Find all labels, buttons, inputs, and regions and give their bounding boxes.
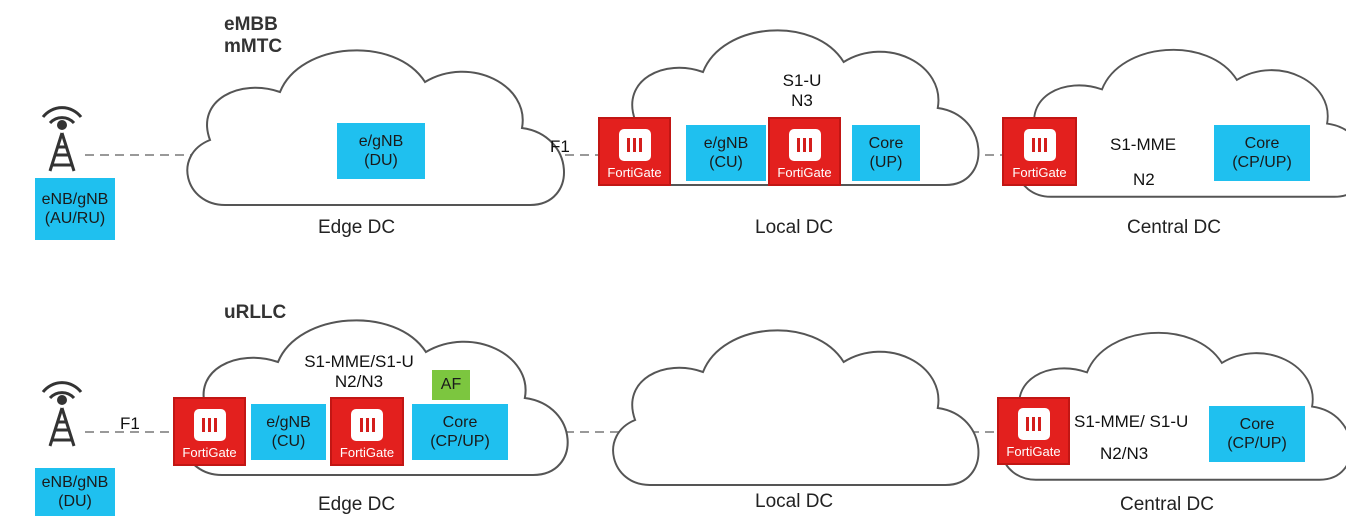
fortigate-logo-icon [351, 409, 383, 441]
antenna-tower-icon [41, 106, 83, 173]
fortigate-firewall: FortiGate [598, 117, 671, 186]
row2-headline: uRLLC [224, 302, 287, 323]
dc-name-label: Central DC [1127, 217, 1221, 238]
dc-name-label: Central DC [1120, 494, 1214, 515]
fortigate-logo-icon [788, 129, 821, 161]
fortigate-logo-icon [618, 129, 651, 161]
dc-name-label: Edge DC [318, 217, 396, 238]
gnb-du-box: e/gNB(DU) [337, 123, 425, 179]
antenna-label-box: eNB/gNB(DU) [35, 468, 115, 516]
gnb-cu-box: e/gNB(CU) [686, 125, 766, 181]
fortigate-firewall: FortiGate [768, 117, 841, 186]
central-dc-interface-label: N2 [1133, 170, 1155, 189]
dc-name-label: Edge DC [318, 494, 396, 515]
central-dc-interface-label: S1-MME/ S1-U [1074, 412, 1189, 431]
core-up-box: Core(UP) [852, 125, 920, 181]
dc-name-label: Local DC [755, 491, 834, 512]
central-dc-interface-label: N2/N3 [1100, 444, 1149, 463]
fortigate-firewall: FortiGate [173, 397, 246, 466]
fortigate-firewall: FortiGate [330, 397, 404, 466]
fortigate-firewall: FortiGate [1002, 117, 1077, 186]
fortigate-firewall: FortiGate [997, 397, 1070, 465]
core-cpup-box: Core(CP/UP) [1209, 406, 1305, 462]
dc-name-label: Local DC [755, 217, 834, 238]
antenna-tower-icon [41, 381, 83, 448]
core-cpup-box: Core(CP/UP) [412, 404, 508, 460]
f1-link-label: F1 [120, 414, 140, 433]
local-dc-cloud [612, 329, 980, 486]
f1-link-label: F1 [550, 137, 570, 156]
gnb-cu-box: e/gNB(CU) [251, 404, 326, 460]
core-cpup-box: Core(CP/UP) [1214, 125, 1310, 181]
af-box: AF [432, 370, 470, 400]
fortigate-logo-icon [193, 409, 226, 441]
fortigate-logo-icon [1023, 129, 1056, 161]
fortigate-logo-icon [1017, 408, 1050, 440]
central-dc-interface-label: S1-MME [1110, 135, 1177, 154]
antenna-label-box: eNB/gNB(AU/RU) [35, 178, 115, 240]
